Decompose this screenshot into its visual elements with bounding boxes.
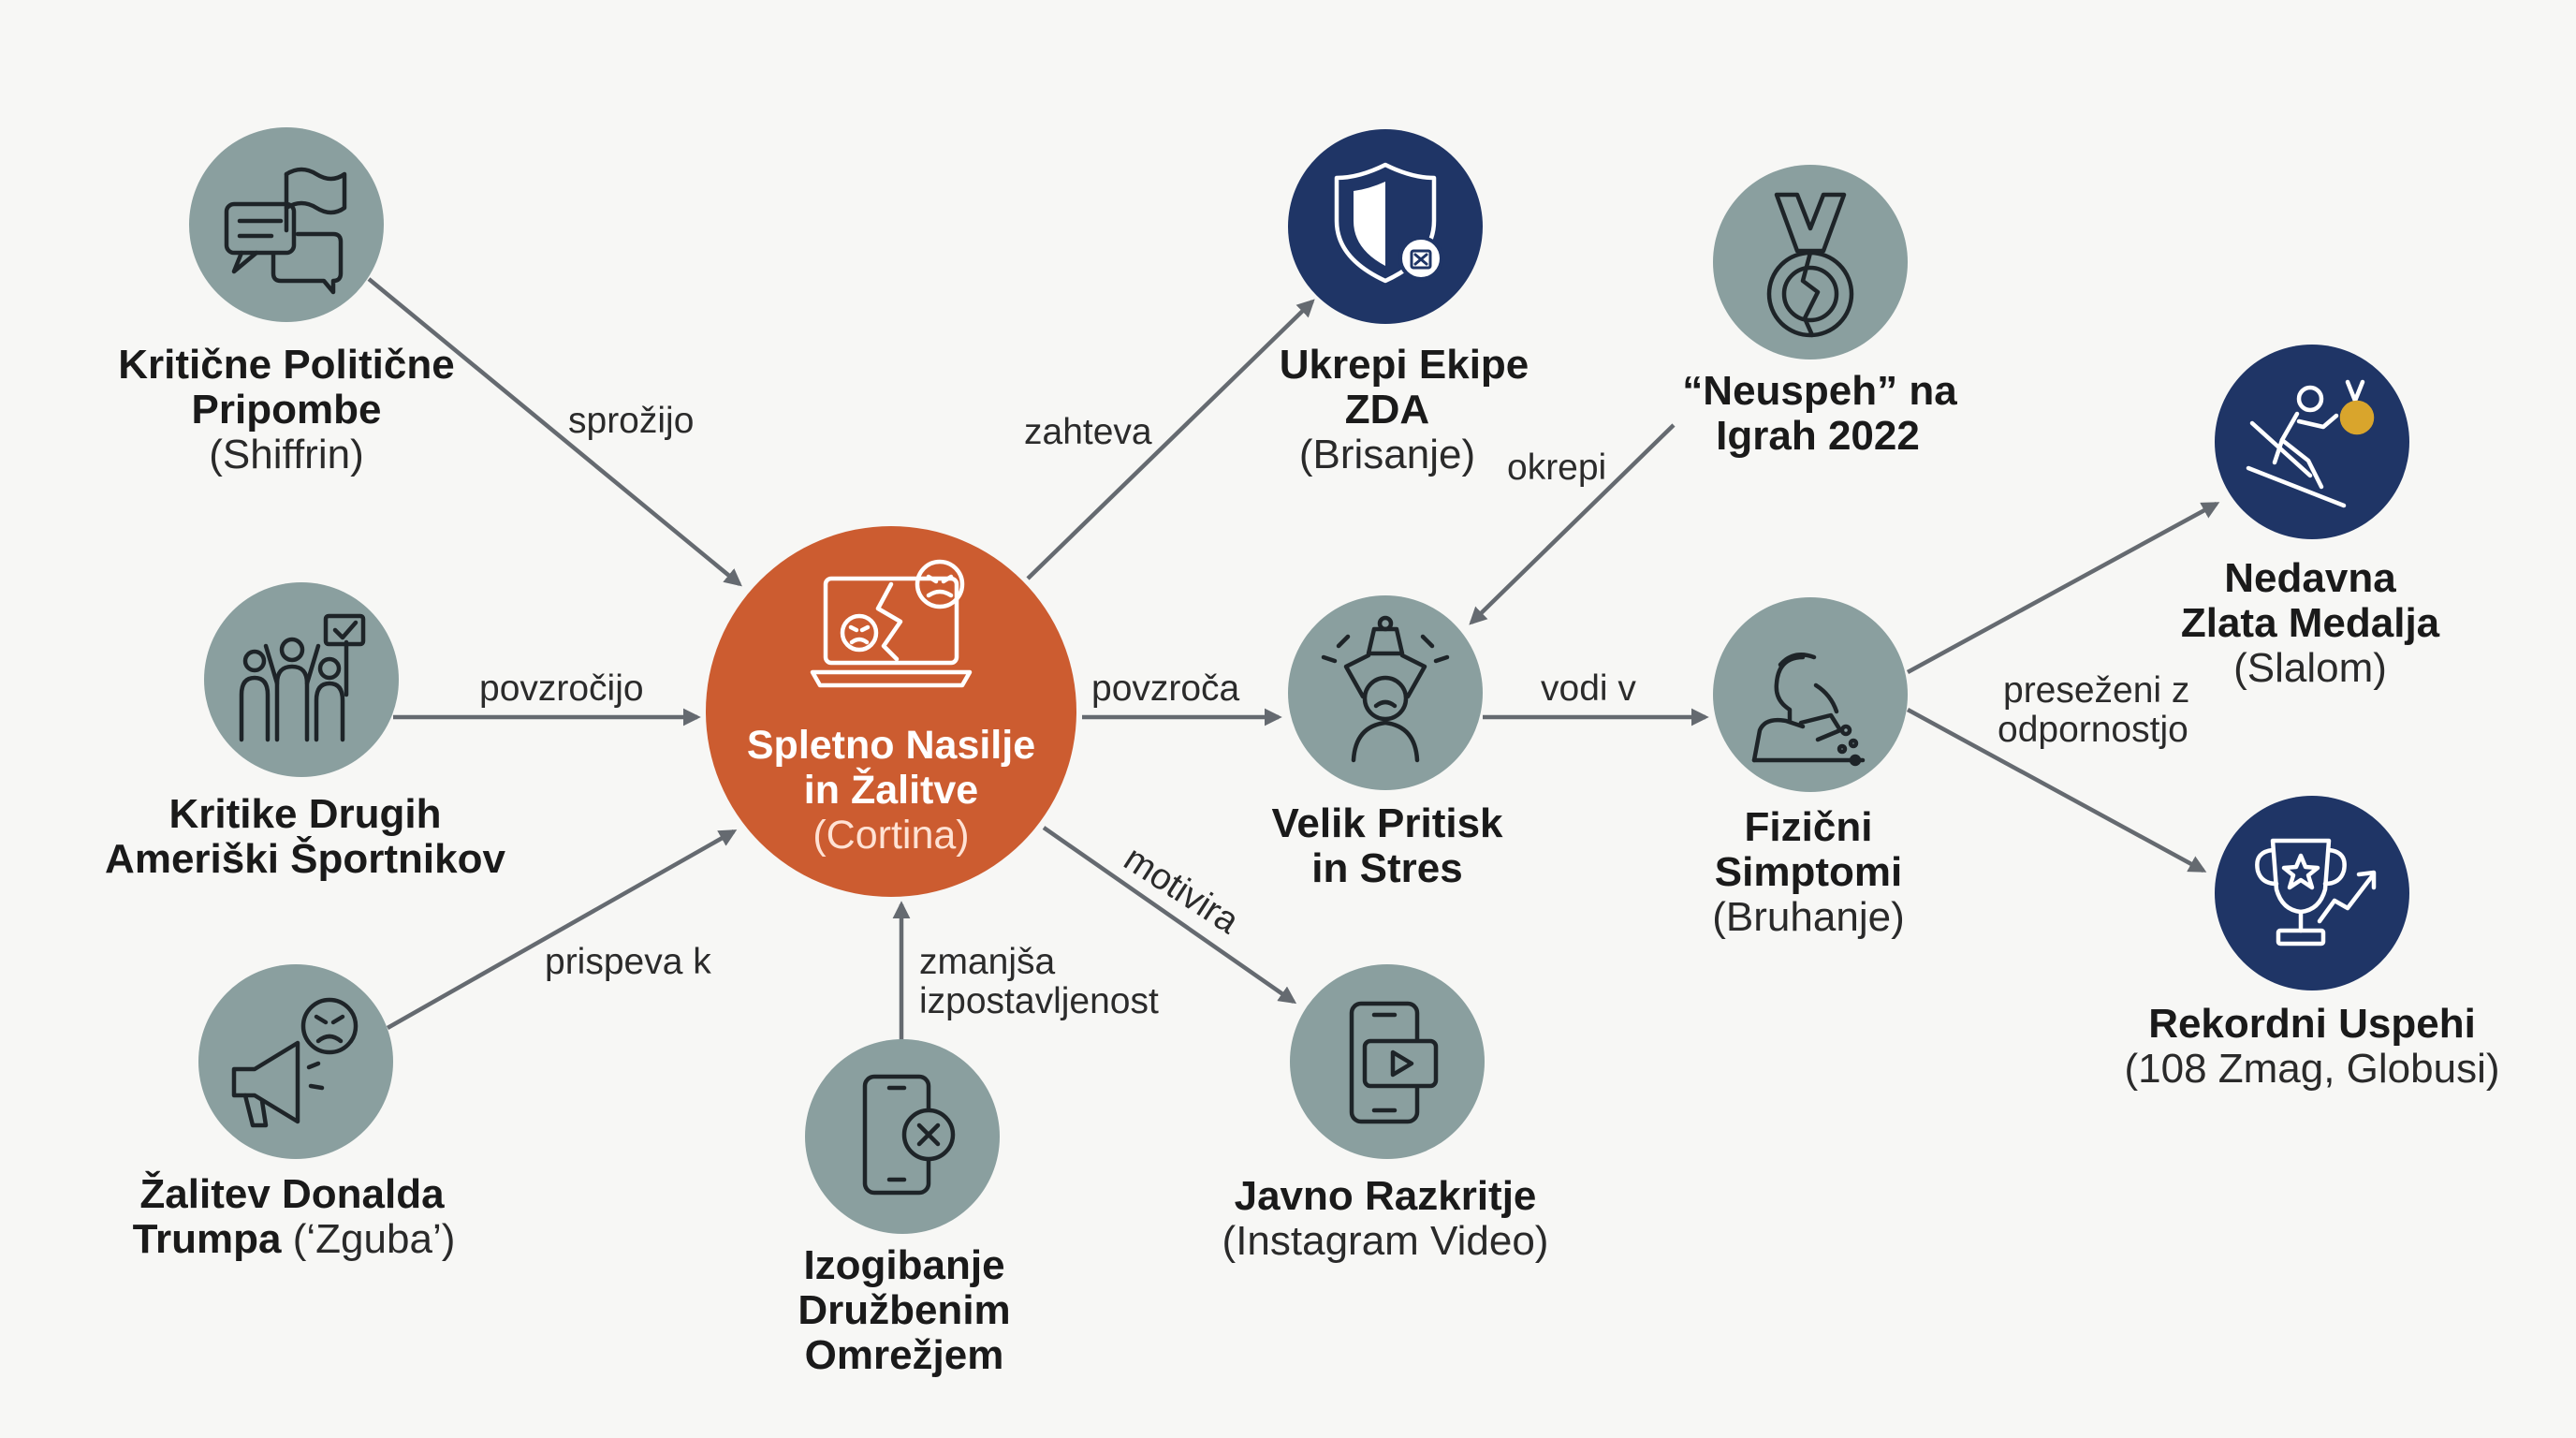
node-circle — [706, 526, 1076, 897]
node-trump-insult[interactable]: Žalitev Donalda Trumpa (‘Zguba’) — [133, 964, 456, 1262]
edge-label-presezeni: preseženi z — [2003, 670, 2189, 711]
node-label-line1: Izogibanje — [803, 1242, 1004, 1288]
node-label-line1: “Neuspeh” na — [1682, 368, 1957, 414]
shield-delete-icon — [1334, 162, 1443, 284]
trophy-chart-icon — [2255, 838, 2377, 946]
skier-medal-icon — [2246, 379, 2375, 508]
edge-label-sprozijo: sprožijo — [568, 401, 694, 441]
node-label-line2: in Stres — [1311, 845, 1462, 891]
edge-failure-to-pressure — [1469, 423, 1676, 625]
node-label-line3: (Cortina) — [812, 813, 969, 858]
edge-label-zahteva: zahteva — [1024, 412, 1152, 452]
vomiting-person-icon — [1751, 653, 1866, 767]
node-avoid-social[interactable]: Izogibanje Družbenim Omrežjem — [798, 1039, 1011, 1378]
broken-medal-icon — [1766, 192, 1854, 338]
edge-label-povzrocijo: povzročijo — [479, 668, 644, 709]
node-label-line2: Družbenim — [798, 1287, 1010, 1333]
node-label-line1: Nedavna — [2224, 555, 2396, 601]
node-label-line1: Žalitev Donalda — [139, 1170, 445, 1217]
node-label-line3: (Bruhanje) — [1712, 894, 1904, 940]
node-gold-medal[interactable]: Nedavna Zlata Medalja (Slalom) — [2181, 345, 2440, 691]
node-athletes-criticism[interactable]: Kritike Drugih Ameriški Športnikov — [105, 582, 505, 882]
node-label-bold-part: Trumpa — [133, 1216, 282, 1262]
node-label-line3: (Shiffrin) — [209, 432, 363, 477]
phone-video-icon — [1349, 1001, 1439, 1124]
node-label-line1: Kritike Drugih — [169, 791, 442, 837]
node-label-line1: Kritične Politične — [118, 342, 454, 388]
stressed-person-weight-icon — [1321, 615, 1450, 763]
node-label-line1: Velik Pritisk — [1271, 800, 1503, 846]
edge-physical-to-record — [1906, 708, 2207, 873]
speech-bubbles-flag-icon — [224, 167, 347, 295]
node-label-line1: Javno Razkritje — [1235, 1173, 1537, 1219]
node-label-normal-part: (‘Zguba’) — [282, 1216, 456, 1262]
node-political-remarks[interactable]: Kritične Politične Pripombe (Shiffrin) — [118, 127, 455, 477]
edge-label-povzroca: povzroča — [1091, 668, 1240, 709]
node-label-line3: (Brisanje) — [1299, 432, 1475, 477]
edge-label-odpornostjo: odpornostjo — [1998, 710, 2188, 750]
node-circle — [2215, 345, 2409, 539]
node-label-line2: (Instagram Video) — [1222, 1218, 1549, 1264]
edge-label-izpostavljenost: izpostavljenost — [919, 981, 1159, 1021]
node-label-line1: Rekordni Uspehi — [2148, 1001, 2476, 1047]
edge-trump-to-center — [386, 829, 738, 1030]
node-circle — [1713, 165, 1908, 360]
node-label-line2: (108 Zmag, Globusi) — [2124, 1046, 2499, 1092]
node-label-line3: Omrežjem — [805, 1332, 1004, 1378]
node-center-online-abuse[interactable]: Spletno Nasilje in Žalitve (Cortina) — [706, 526, 1076, 897]
node-circle — [204, 582, 399, 777]
node-label-line1: Fizični — [1745, 804, 1873, 850]
node-label-line1: Ukrepi Ekipe — [1280, 342, 1530, 388]
edges — [367, 277, 2220, 1041]
edge-label-vodi: vodi v — [1541, 668, 1636, 709]
node-circle — [1288, 595, 1483, 790]
edge-label-prispeva: prispeva k — [545, 942, 711, 982]
node-label-line2: Simptomi — [1715, 849, 1902, 895]
node-label-line2: ZDA — [1345, 387, 1429, 433]
edge-political-to-center — [367, 277, 742, 587]
node-public-reveal[interactable]: Javno Razkritje (Instagram Video) — [1222, 964, 1549, 1264]
edge-center-to-usa — [1026, 299, 1315, 580]
node-circle — [2215, 796, 2409, 990]
edge-label-zmanjsa: zmanjša — [919, 942, 1056, 982]
megaphone-angry-face-icon — [231, 997, 359, 1128]
edge-labels: sprožijo povzročijo prispeva k zmanjša i… — [479, 401, 2189, 1021]
node-failure-2022[interactable]: “Neuspeh” na Igrah 2022 — [1682, 165, 1957, 459]
node-label-line2: Pripombe — [192, 387, 382, 433]
node-usa-team-action[interactable]: Ukrepi Ekipe ZDA (Brisanje) — [1280, 129, 1530, 477]
node-label-line2: Zlata Medalja — [2181, 600, 2440, 646]
node-label-line2: Igrah 2022 — [1716, 413, 1920, 459]
node-label-line3: (Slalom) — [2233, 645, 2387, 691]
node-record-success[interactable]: Rekordni Uspehi (108 Zmag, Globusi) — [2124, 796, 2500, 1092]
node-physical-symptoms[interactable]: Fizični Simptomi (Bruhanje) — [1712, 597, 1908, 940]
laptop-angry-faces-icon — [810, 559, 973, 688]
node-label-line1: Spletno Nasilje — [747, 723, 1035, 768]
node-circle — [1713, 597, 1908, 792]
edge-label-okrepi: okrepi — [1507, 448, 1606, 488]
node-label-line2: Ameriški Športnikov — [105, 834, 505, 882]
node-pressure-stress[interactable]: Velik Pritisk in Stres — [1271, 595, 1503, 891]
edge-center-to-reveal — [1042, 826, 1297, 1005]
protesters-sign-icon — [239, 613, 366, 742]
node-label-line2: in Žalitve — [804, 767, 978, 813]
node-label-line2: Trumpa (‘Zguba’) — [133, 1216, 456, 1262]
edge-physical-to-gold — [1906, 502, 2220, 674]
phone-blocked-icon — [862, 1074, 956, 1196]
